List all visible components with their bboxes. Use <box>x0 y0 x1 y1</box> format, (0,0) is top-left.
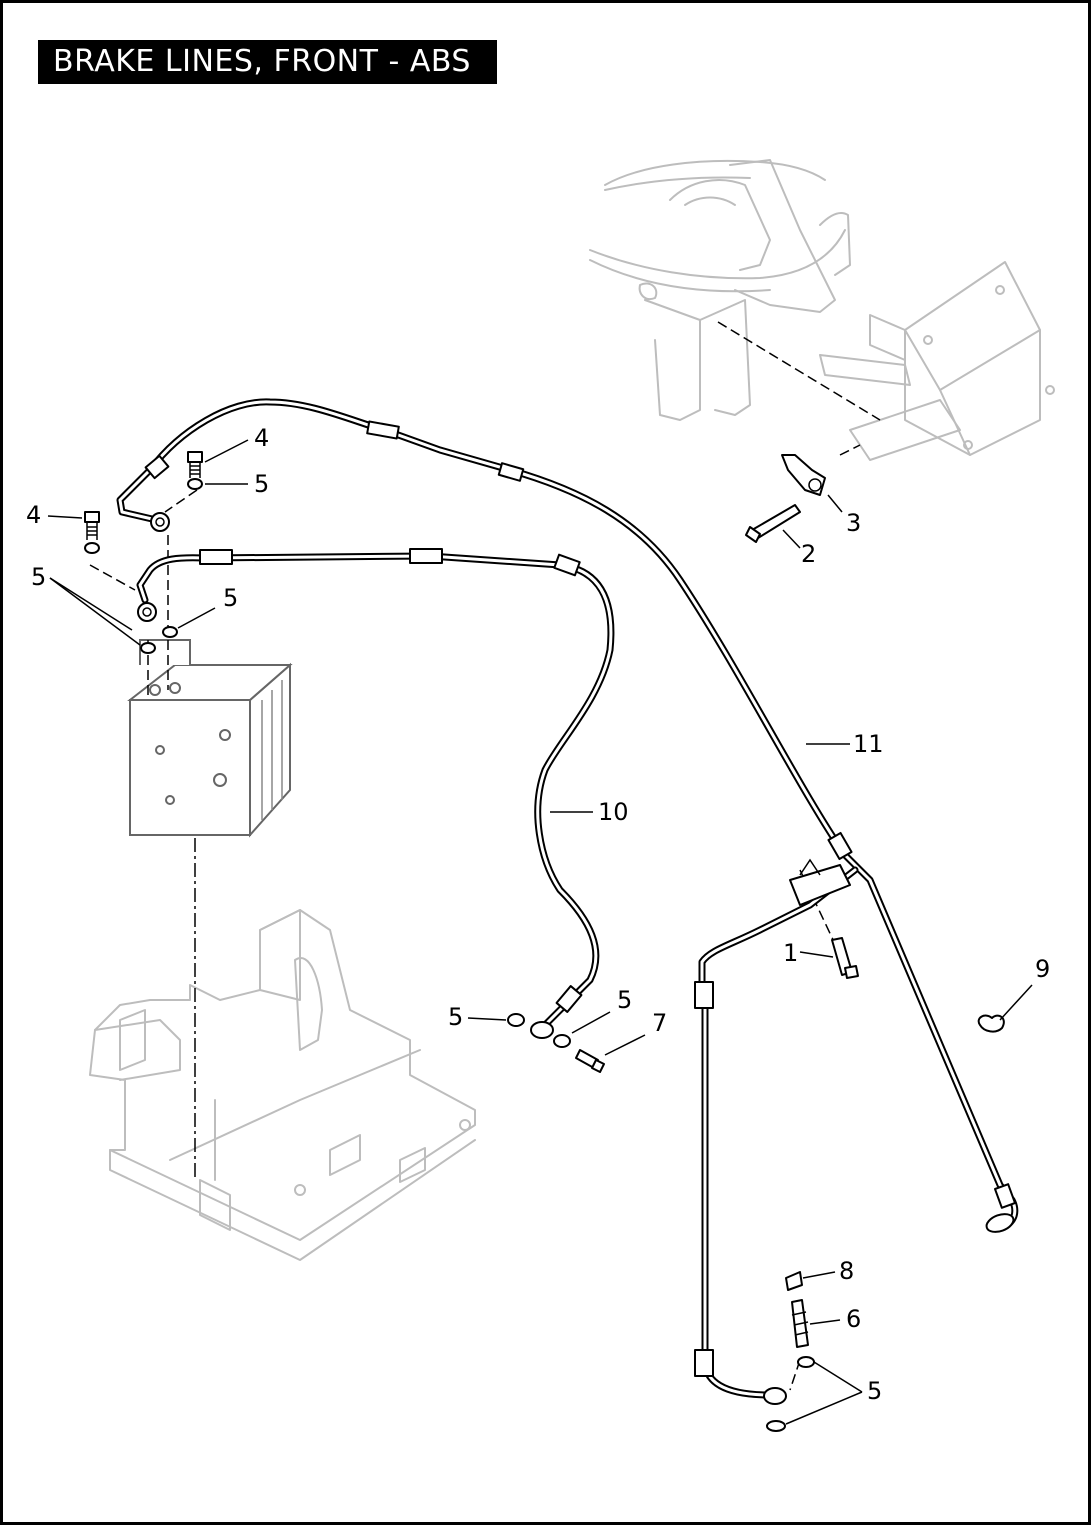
callout-labels: 4 5 4 5 5 3 2 11 10 1 9 5 5 7 8 6 5 <box>26 424 1050 1405</box>
callout-7: 7 <box>652 1009 667 1037</box>
brake-line-lower-branch <box>694 858 859 1405</box>
diagram-title: BRAKE LINES, FRONT - ABS <box>38 40 497 84</box>
callout-2: 2 <box>801 540 816 568</box>
brake-line-10 <box>136 548 615 1039</box>
callout-5-bottom: 5 <box>867 1377 882 1405</box>
mounting-bracket-ghost <box>819 261 1055 461</box>
assembly-centerlines <box>89 321 881 1391</box>
callout-6: 6 <box>846 1305 861 1333</box>
hardware <box>84 451 1005 1432</box>
callout-4-left: 4 <box>26 501 41 529</box>
callout-11: 11 <box>853 730 884 758</box>
callout-5-lower-left: 5 <box>448 1003 463 1031</box>
callout-4-top: 4 <box>254 424 269 452</box>
callout-8: 8 <box>839 1257 854 1285</box>
callout-3: 3 <box>846 509 861 537</box>
callout-9: 9 <box>1035 955 1050 983</box>
callout-5-mid: 5 <box>223 584 238 612</box>
callout-1: 1 <box>783 939 798 967</box>
abs-module <box>127 639 293 838</box>
leader-lines <box>47 439 1033 1425</box>
callout-5-lower-right: 5 <box>617 986 632 1014</box>
callout-5-top: 5 <box>254 470 269 498</box>
frame-steering-head-ghost <box>589 159 851 421</box>
brake-line-11 <box>116 398 1019 1233</box>
abs-mounting-tray-ghost <box>89 909 476 1261</box>
callout-10: 10 <box>598 798 629 826</box>
callout-5-left: 5 <box>31 563 46 591</box>
